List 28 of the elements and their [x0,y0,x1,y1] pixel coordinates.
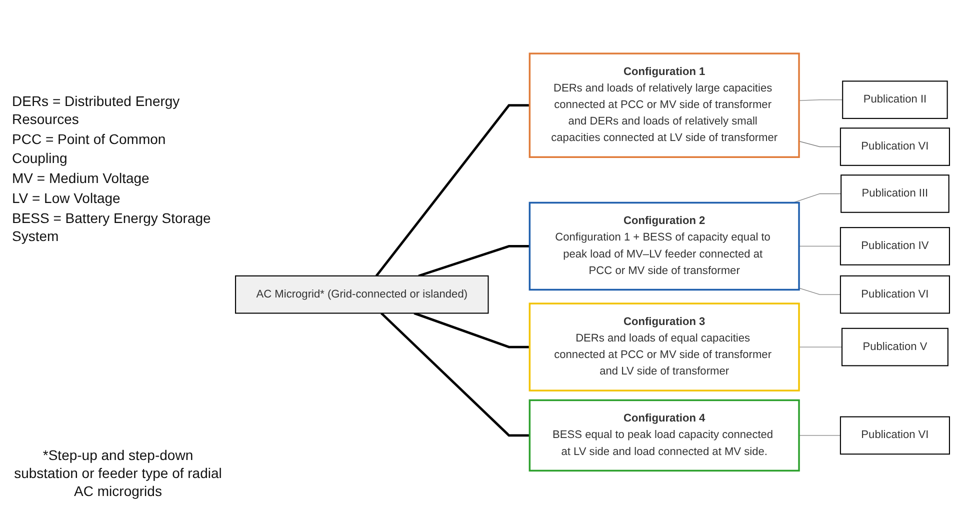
connector [414,312,530,348]
node-box: Configuration 2 Configuration 1 + BESS of capacity equal to peak load of MV–LV feeder connected at PCC or MV side of transformer [528,202,800,290]
node-box: Publication III [840,174,950,213]
connector [798,346,842,348]
connector [418,244,530,277]
connector [380,312,530,437]
connector [798,288,841,295]
node-box: AC Microgrid* (Grid-connected or islanded) [235,275,489,314]
node-box: Configuration 3 DERs and loads of equal capacities connected at PCC or MV side of transformer and LV side of transformer [528,302,800,392]
node-box: Configuration 4 BESS equal to peak load capacity connected at LV side and load connected at MV side. [528,399,800,472]
node-box: Publication VI [840,128,950,166]
abbreviation-note: PCC = Point of Common Coupling [12,130,167,167]
node-box: Publication IV [840,226,950,266]
abbreviation-note: BESS = Battery Energy Storage System [12,209,212,246]
node-box: Publication V [841,328,948,366]
connector [792,193,842,203]
node-box: Publication VI [840,416,950,455]
abbreviation-note: DERs = Distributed Energy Resources [12,92,181,128]
connector [798,140,841,147]
abbreviation-note: MV = Medium Voltage [12,168,150,187]
footnote: *Step-up and step-down substation or feeder type of radial AC microgrids [13,446,223,500]
node-box: Configuration 1 DERs and loads of relatively large capacities connected at PCC or MV side of transformer and DERs and loads of relatively small capacities connected at LV side of transformer [528,52,800,158]
connector [798,99,843,101]
abbreviation-note: LV = Low Voltage [12,188,122,208]
node-box: Publication VI [840,275,950,314]
connector [798,435,841,436]
connector [375,104,530,277]
node-box: Publication II [842,80,948,119]
